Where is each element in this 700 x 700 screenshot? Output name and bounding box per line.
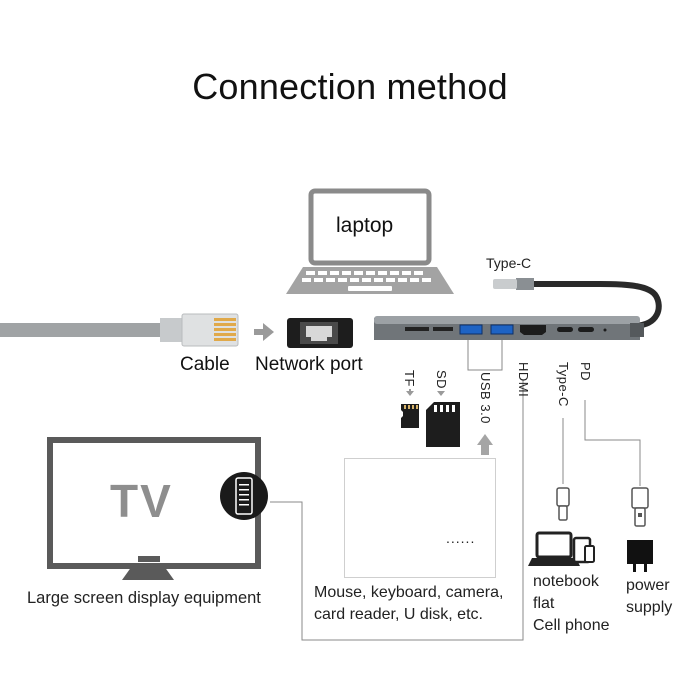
port-label-usb3: USB 3.0 [478, 372, 493, 424]
port-label-pd: PD [578, 362, 593, 382]
typec-devices-line1: notebook [533, 573, 599, 590]
network-port-label: Network port [255, 354, 363, 375]
laptop-icon [286, 188, 454, 294]
tf-arrow [406, 389, 414, 396]
usb-bracket [467, 340, 503, 371]
power-label-line2: supply [626, 599, 673, 616]
port-label-sd: SD [434, 370, 449, 390]
devices-icon [528, 531, 595, 566]
sd-arrow [437, 391, 445, 396]
typec-devices-line3: Cell phone [533, 617, 610, 634]
peripherals-caption-line2: card reader, U disk, etc. [314, 606, 483, 623]
tv-icon [47, 437, 268, 580]
peripherals-more: ...... [446, 530, 476, 546]
arrow-up [477, 434, 493, 455]
hub-input-label: Type-C [486, 255, 532, 271]
typec-devices-line2: flat [533, 595, 555, 612]
peripherals-caption-line1: Mouse, keyboard, camera, [314, 584, 504, 601]
power-adapter-icon [627, 540, 653, 572]
display-label: Large screen display equipment [27, 589, 261, 607]
tv-screen-text: TV [110, 475, 173, 527]
port-label-tf: TF [402, 370, 417, 387]
sd-card-icon [426, 402, 460, 447]
connector-lines [270, 340, 641, 641]
laptop-label: laptop [336, 214, 394, 237]
page-title: Connection method [192, 66, 508, 107]
cable-label: Cable [180, 354, 230, 375]
arrow-right [254, 323, 274, 341]
power-label-line1: power [626, 577, 670, 594]
pd-line [584, 400, 641, 486]
usb-a-plug-icon [631, 487, 649, 527]
hub-cable [493, 278, 662, 329]
ethernet-port-icon [287, 318, 353, 348]
tf-card-icon [401, 404, 419, 428]
cable-icon [0, 313, 239, 347]
typec-plug-icon [556, 487, 570, 521]
hdmi-line [270, 380, 524, 641]
usb-c-hub [374, 316, 644, 340]
port-label-typec: Type-C [556, 362, 571, 407]
port-label-hdmi: HDMI [516, 362, 531, 398]
peripherals-box [344, 458, 496, 578]
